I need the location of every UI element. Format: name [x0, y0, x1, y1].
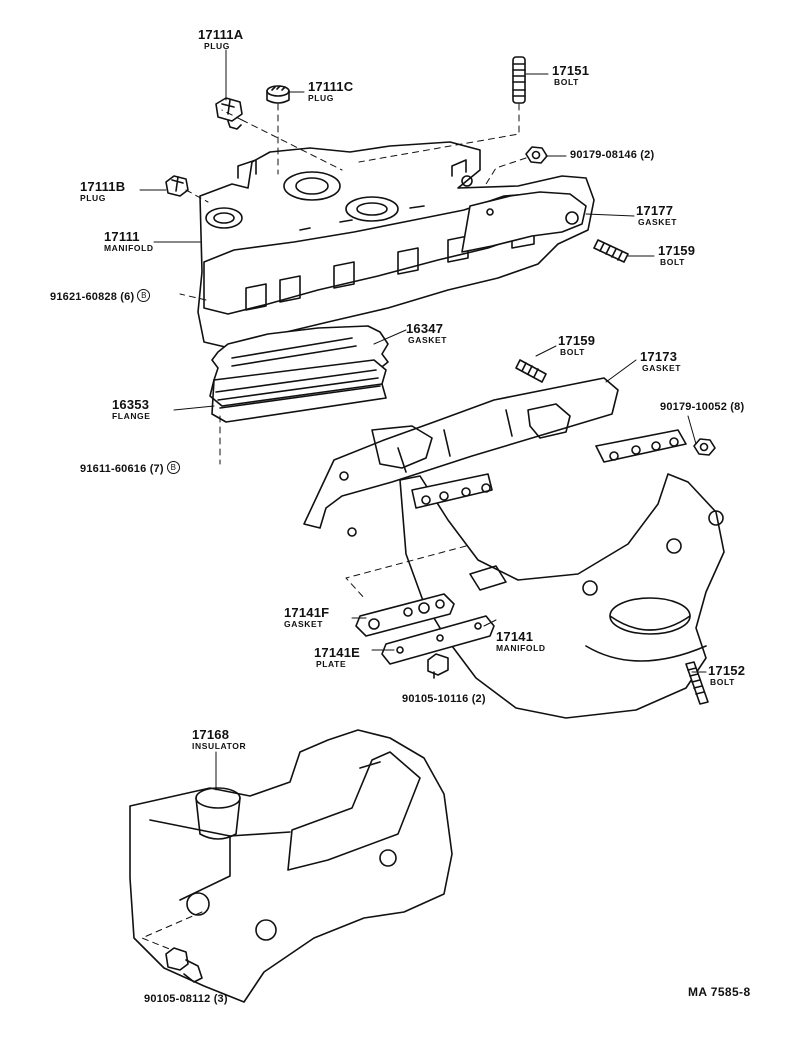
part-name: FLANGE — [112, 411, 151, 421]
part-name: BOLT — [710, 677, 735, 687]
part-label-17141e[interactable]: 17141E PLATE — [314, 646, 360, 669]
part-number: 91621-60828 (6) — [50, 291, 135, 303]
part-name: GASKET — [638, 217, 678, 227]
part-label-17173[interactable]: 17173 GASKET — [640, 350, 681, 373]
part-name: INSULATOR — [192, 741, 247, 751]
part-label-16347[interactable]: 16347 GASKET — [406, 322, 447, 345]
part-number: 17159 — [558, 333, 596, 348]
part-label-17111a[interactable]: 17111A PLUG — [198, 28, 243, 51]
part-label-16353[interactable]: 16353 FLANGE — [112, 398, 151, 421]
part-number: 90105-08112 (3) — [144, 993, 228, 1005]
part-label-90105-10116[interactable]: 90105-10116 (2) — [402, 694, 486, 705]
bolt-17151-drawing — [512, 56, 526, 104]
part-number: 17111B — [80, 179, 126, 194]
part-number: 17141F — [284, 605, 330, 620]
part-label-17111c[interactable]: 17111C PLUG — [308, 80, 353, 103]
reference-circle: B — [137, 289, 151, 303]
drawing-code: MA 7585-8 — [688, 985, 751, 999]
part-name: MANIFOLD — [496, 643, 546, 653]
plug-17111c-drawing — [266, 85, 290, 104]
part-label-17141[interactable]: 17141 MANIFOLD — [496, 630, 546, 653]
part-name: BOLT — [554, 77, 579, 87]
bolt-90105-10116-drawing — [427, 653, 449, 679]
intake-manifold-17111-drawing — [197, 141, 595, 351]
plug-17111b-drawing — [165, 175, 189, 197]
part-number: 17173 — [640, 349, 678, 364]
gasket-17177-drawing — [461, 191, 587, 253]
part-label-17111[interactable]: 17111 MANIFOLD — [104, 230, 154, 253]
reference-circle: B — [166, 461, 180, 475]
part-name: GASKET — [642, 363, 682, 373]
part-number: 90105-10116 (2) — [402, 693, 486, 705]
part-name: PLUG — [204, 41, 231, 51]
part-name: PLATE — [316, 659, 347, 669]
part-number: 17177 — [636, 203, 674, 218]
part-name: GASKET — [408, 335, 448, 345]
part-name: MANIFOLD — [104, 243, 154, 253]
part-number: 17111C — [308, 79, 354, 94]
part-name: PLUG — [308, 93, 335, 103]
stud-17152-drawing — [685, 661, 709, 705]
part-label-91611-60616[interactable]: 91611-60616 (7)B — [80, 460, 180, 476]
leader-lines — [139, 49, 707, 791]
part-label-91621-60828[interactable]: 91621-60828 (6)B — [50, 288, 151, 304]
part-number: 17141 — [496, 629, 534, 644]
plug-17111a-drawing — [215, 97, 243, 130]
part-number: 17168 — [192, 727, 230, 742]
part-number: 16353 — [112, 397, 150, 412]
part-number: 17152 — [708, 663, 746, 678]
part-label-17168[interactable]: 17168 INSULATOR — [192, 728, 246, 751]
part-number: 17111A — [198, 27, 244, 42]
part-label-17152[interactable]: 17152 BOLT — [708, 664, 745, 687]
part-number: 17159 — [658, 243, 696, 258]
part-number: 90179-10052 (8) — [660, 401, 745, 413]
part-label-17151[interactable]: 17151 BOLT — [552, 64, 589, 87]
assembly-dashed-lines — [141, 103, 527, 951]
flange-16353-drawing — [209, 359, 387, 423]
part-number: 17111 — [104, 229, 140, 244]
part-number: 91611-60616 (7) — [80, 463, 164, 475]
nut-90179-10052-drawing — [693, 438, 716, 456]
stud-17159-upper-drawing — [593, 239, 629, 263]
part-name: GASKET — [284, 619, 324, 629]
part-label-17159-lower[interactable]: 17159 BOLT — [558, 334, 595, 357]
part-number: 16347 — [406, 321, 444, 336]
gasket-17141f-drawing — [355, 593, 455, 637]
part-name: BOLT — [560, 347, 585, 357]
part-label-90105-08112[interactable]: 90105-08112 (3) — [144, 994, 228, 1005]
part-label-17177[interactable]: 17177 GASKET — [636, 204, 677, 227]
part-number: 17151 — [552, 63, 590, 78]
part-number: 17141E — [314, 645, 361, 660]
part-label-17141f[interactable]: 17141F GASKET — [284, 606, 329, 629]
bolt-90105-08112-drawing — [165, 947, 203, 983]
plate-17141e-drawing — [381, 615, 495, 665]
exhaust-manifold-17141-drawing — [303, 377, 725, 719]
part-label-90179-08146[interactable]: 90179-08146 (2) — [570, 150, 654, 161]
part-label-17159-upper[interactable]: 17159 BOLT — [658, 244, 695, 267]
nut-90179-08146-drawing — [525, 146, 548, 164]
insulator-17168-drawing — [129, 729, 453, 1003]
part-label-17111b[interactable]: 17111B PLUG — [80, 180, 125, 203]
part-name: PLUG — [80, 193, 107, 203]
part-label-90179-10052[interactable]: 90179-10052 (8) — [660, 402, 744, 413]
part-number: 90179-08146 (2) — [570, 149, 655, 161]
part-name: BOLT — [660, 257, 685, 267]
stud-17159-lower-drawing — [515, 359, 547, 383]
